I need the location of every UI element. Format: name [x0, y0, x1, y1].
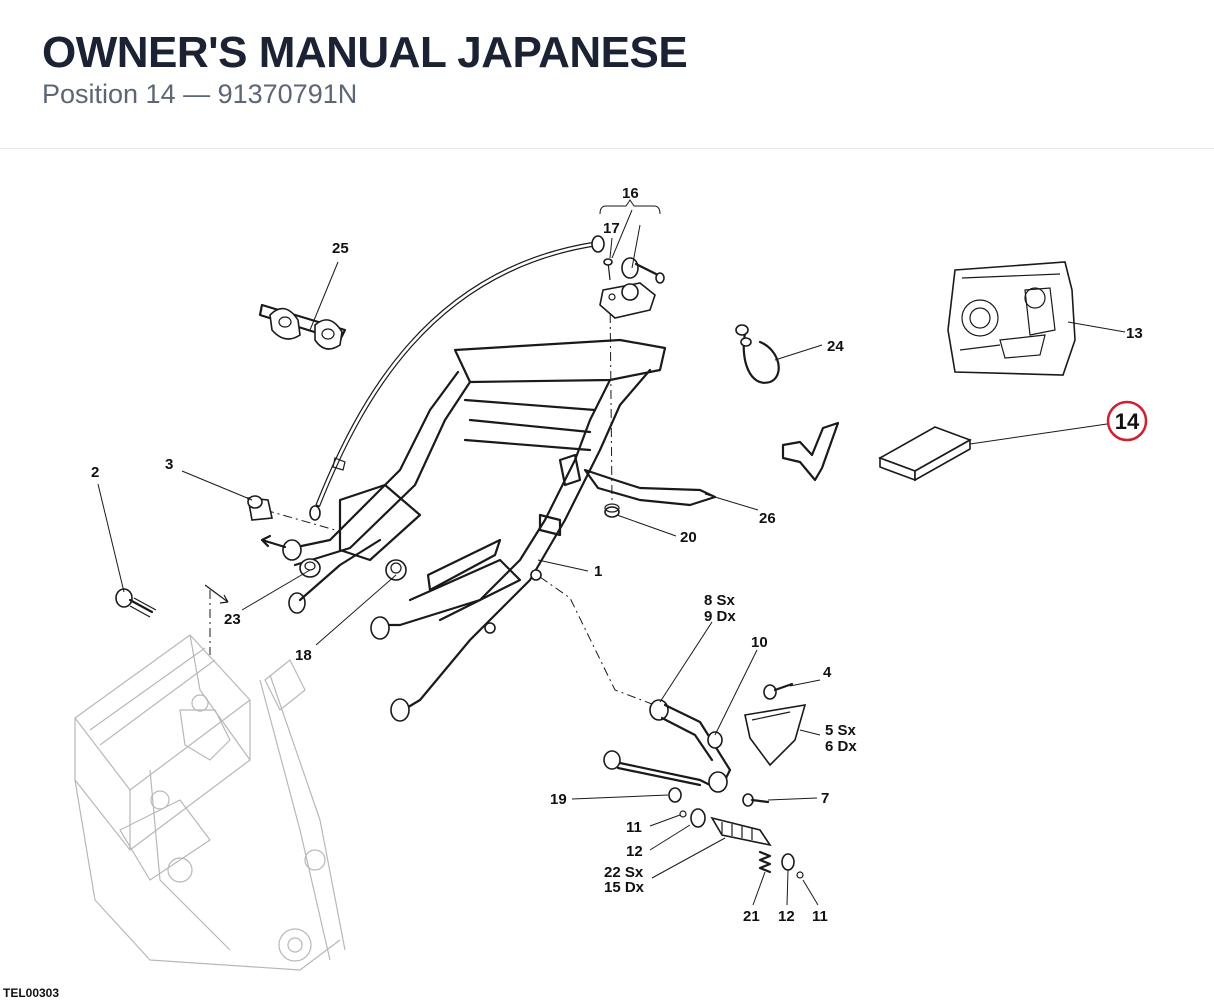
part-12-washer-b — [781, 853, 795, 871]
page-title: OWNER'S MANUAL JAPANESE — [42, 28, 688, 77]
callout-8-sx: 8 Sx — [704, 592, 736, 609]
part-19-washer — [668, 787, 682, 803]
callout-10: 10 — [751, 634, 768, 651]
callout-12-b: 12 — [778, 908, 795, 925]
callout-6-dx: 6 Dx — [825, 738, 857, 755]
part-2-bolt — [115, 588, 157, 618]
callout-25: 25 — [332, 240, 349, 257]
reference-code: TEL00303 — [3, 986, 59, 1000]
part-13-toolkit — [947, 261, 1076, 376]
callout-12-a: 12 — [626, 843, 643, 860]
part-18-bush — [385, 559, 407, 581]
part-8-footrest-holder — [603, 699, 732, 793]
callout-14-highlight[interactable]: 14 — [1106, 400, 1148, 442]
callout-23: 23 — [224, 611, 241, 628]
seat-lock-cable — [309, 235, 605, 521]
part-20-grommet — [604, 503, 620, 518]
callout-13: 13 — [1126, 325, 1143, 342]
ghost-main-frame — [74, 634, 346, 971]
part-3-bush — [247, 495, 273, 521]
callout-2: 2 — [91, 464, 99, 481]
callout-1: 1 — [594, 563, 602, 580]
part-24-cable — [735, 324, 780, 384]
callout-9-dx: 9 Dx — [704, 608, 736, 625]
rear-subframe — [282, 338, 667, 722]
callout-16: 16 — [622, 185, 639, 202]
part-21-spring — [758, 850, 772, 874]
part-26-bracket — [583, 468, 717, 507]
callout-24: 24 — [827, 338, 844, 355]
part-checkmark-cover — [781, 421, 840, 482]
part-22-footpeg — [690, 808, 772, 847]
callout-7: 7 — [821, 790, 829, 807]
callout-5-sx: 5 Sx — [825, 722, 857, 739]
part-7-pin — [742, 793, 770, 807]
part-11-circlip-b — [796, 871, 804, 879]
part-11-circlip-a — [679, 810, 687, 818]
callout-11-a: 11 — [626, 819, 642, 836]
assembly-axis-right — [539, 576, 661, 708]
part-16-lock-assembly — [599, 257, 665, 319]
callout-18: 18 — [295, 647, 312, 664]
callout-20: 20 — [680, 529, 697, 546]
leader-lines — [97, 199, 1126, 906]
direction-arrow-left — [260, 534, 287, 549]
assembly-axis-top — [609, 294, 613, 501]
part-14-owners-manual — [878, 426, 972, 482]
part-25-clamp — [258, 303, 347, 350]
direction-arrow-down — [204, 584, 229, 604]
page-header: OWNER'S MANUAL JAPANESE Position 14 — 91… — [0, 0, 1214, 149]
callout-11-b: 11 — [812, 908, 828, 925]
callout-15-dx: 15 Dx — [604, 879, 645, 896]
exploded-parts-diagram: 1 2 3 4 5 Sx 6 Dx 7 8 Sx 9 Dx 10 11 11 1… — [3, 185, 1148, 1000]
callout-17: 17 — [603, 220, 620, 237]
callout-3: 3 — [165, 456, 173, 473]
callout-19: 19 — [550, 791, 567, 808]
assembly-axis-bush — [264, 509, 336, 531]
callout-26: 26 — [759, 510, 776, 527]
page-subtitle: Position 14 — 91370791N — [42, 79, 358, 109]
part-5-heel-guard — [744, 704, 807, 767]
callout-22-sx: 22 Sx — [604, 864, 644, 881]
callout-21: 21 — [743, 908, 760, 925]
highlight-ring — [1106, 400, 1148, 442]
part-4-screw — [763, 682, 794, 700]
callout-14: 14 — [1115, 409, 1140, 434]
callout-4: 4 — [823, 664, 832, 681]
